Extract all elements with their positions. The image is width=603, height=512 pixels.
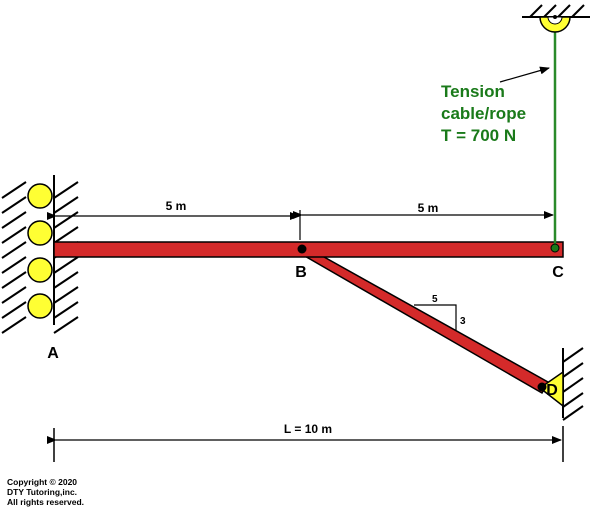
ceiling-support xyxy=(522,4,590,33)
wall-support-d xyxy=(538,347,584,421)
cable-label-line3: T = 700 N xyxy=(441,126,516,145)
slope-run-label: 5 xyxy=(432,294,438,305)
dimension-total-label: L = 10 m xyxy=(284,422,332,436)
beam-ac xyxy=(53,241,564,258)
dimension-ab: 5 m xyxy=(47,199,301,240)
pin-c xyxy=(550,243,560,253)
cable-label-line1: Tension xyxy=(441,82,505,101)
label-point-b: B xyxy=(295,264,307,281)
slope-rise-label: 3 xyxy=(460,316,466,327)
roller-3 xyxy=(27,257,53,283)
roller-2 xyxy=(27,220,53,246)
copyright-notice: Copyright © 2020 DTY Tutoring,inc. All r… xyxy=(7,477,84,507)
copyright-line3: All rights reserved. xyxy=(7,497,85,507)
pin-b xyxy=(297,244,307,254)
pin-d xyxy=(537,382,547,392)
slope-triangle: 5 3 xyxy=(414,294,466,330)
dimension-bc: 5 m xyxy=(293,201,554,219)
roller-1 xyxy=(27,183,53,209)
label-point-c: C xyxy=(552,264,564,281)
copyright-line2: DTY Tutoring,inc. xyxy=(7,487,78,497)
roller-4 xyxy=(27,293,53,319)
cable-annotation: Tension cable/rope T = 700 N xyxy=(441,66,550,145)
strut-bd xyxy=(297,241,550,395)
dimension-bc-label: 5 m xyxy=(418,201,439,215)
cable-label-line2: cable/rope xyxy=(441,104,526,123)
dimension-ab-label: 5 m xyxy=(166,199,187,213)
dimension-total: L = 10 m xyxy=(47,422,564,462)
label-point-d: D xyxy=(546,382,558,399)
label-point-a: A xyxy=(47,345,59,362)
copyright-line1: Copyright © 2020 xyxy=(7,477,78,487)
